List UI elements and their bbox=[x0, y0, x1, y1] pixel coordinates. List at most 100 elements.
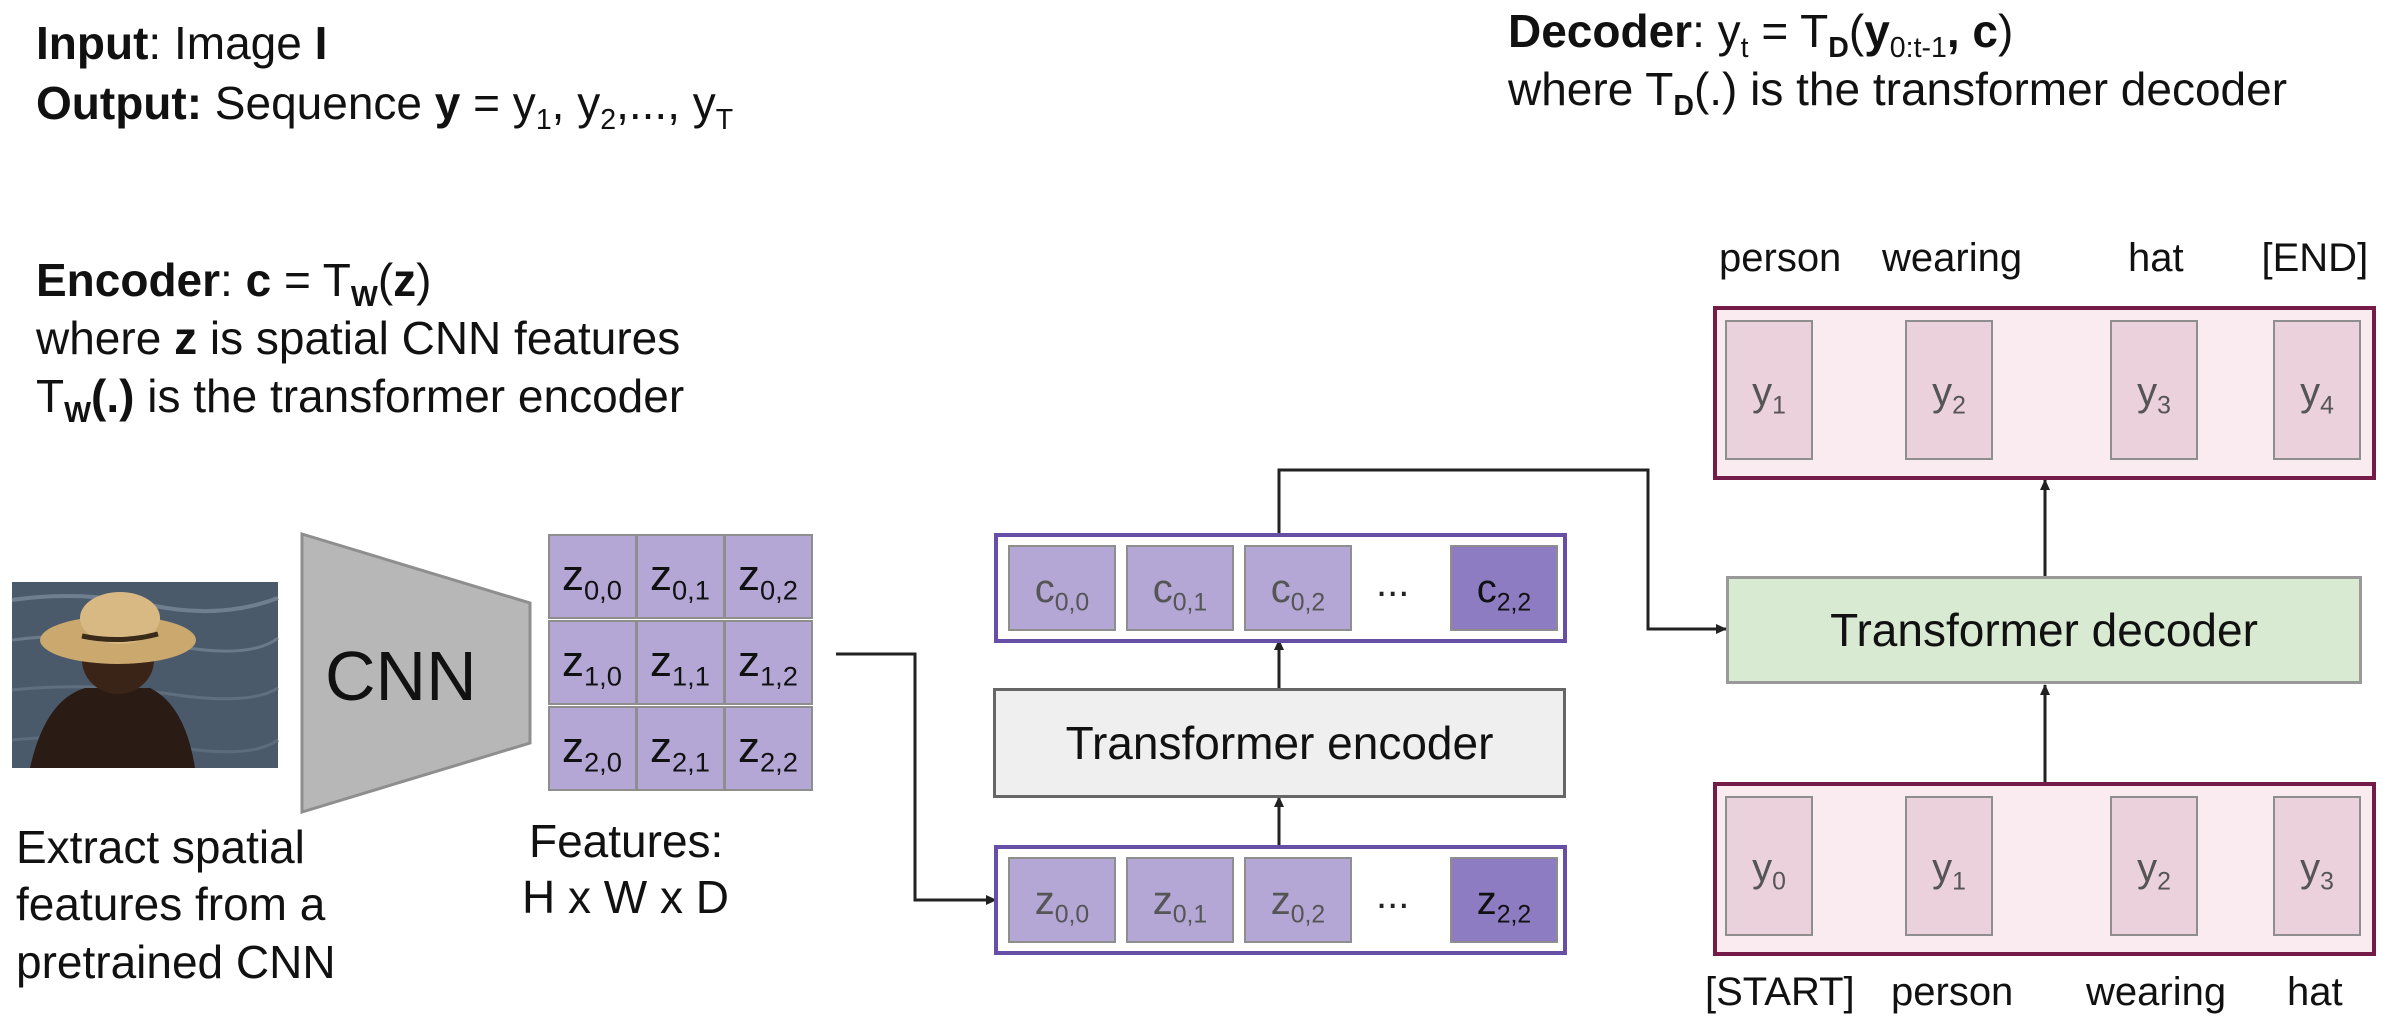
decoder-input-cell-index: 0 bbox=[1772, 868, 1786, 896]
feature-cell-index: 2,1 bbox=[672, 746, 710, 778]
feature-cell-index: 2,2 bbox=[760, 746, 798, 778]
feature-cell-index: 0,0 bbox=[584, 574, 622, 606]
features-caption-2: H x W x D bbox=[522, 871, 729, 923]
encoder-eq-z: z bbox=[393, 254, 417, 306]
decoder-input-cell-var: y bbox=[2300, 846, 2321, 890]
decoder-eq-line: Decoder: yt = TD(y0:t-1, c) bbox=[1508, 2, 2014, 62]
encoder-line3-a: T bbox=[36, 370, 65, 422]
output-label: Output: bbox=[36, 77, 203, 129]
decoder-eq-d: , bbox=[1946, 5, 1973, 57]
input-var: I bbox=[314, 17, 328, 69]
feature-cell: z1,1 bbox=[636, 620, 725, 705]
encoder-output-token-var: c bbox=[1152, 567, 1173, 611]
decoder-input-cell-var: y bbox=[1932, 846, 1953, 890]
input-text: : Image bbox=[148, 17, 315, 69]
feature-cell: z0,1 bbox=[636, 534, 725, 619]
decoder-output-cell-var: y bbox=[1932, 370, 1953, 414]
encoder-input-token-index: 0,1 bbox=[1172, 901, 1208, 929]
feature-cell: z1,2 bbox=[724, 620, 813, 705]
decoder-eq-sub-t: t bbox=[1740, 31, 1749, 64]
output-comma-1: , y bbox=[551, 77, 601, 129]
decoder-eq-sub-D: D bbox=[1828, 31, 1849, 64]
decoder-input-cell-index: 1 bbox=[1952, 868, 1966, 896]
feature-cell: z0,0 bbox=[548, 534, 637, 619]
encoder-output-ellipsis: ... bbox=[1376, 561, 1410, 605]
feature-cell-index: 1,1 bbox=[672, 660, 710, 692]
encoder-output-token-index: 0,2 bbox=[1290, 589, 1326, 617]
encoder-input-token-index: 2,2 bbox=[1496, 901, 1532, 929]
decoder-output-word: hat bbox=[2128, 236, 2184, 280]
feature-cell-index: 0,1 bbox=[672, 574, 710, 606]
cnn-label: CNN bbox=[325, 637, 477, 715]
feature-cell-var: z bbox=[650, 551, 672, 600]
decoder-input-cell: y0 bbox=[1725, 796, 1813, 936]
encoder-output-token: c0,2 bbox=[1244, 545, 1352, 631]
decoder-output-cell: y4 bbox=[2273, 320, 2361, 460]
decoder-desc-line2: where TD(.) is the transformer decoder bbox=[1508, 60, 2288, 120]
encoder-line3-b: is the transformer encoder bbox=[134, 370, 685, 422]
features-caption-1: Features: bbox=[529, 815, 724, 867]
decoder-output-word: person bbox=[1719, 236, 1842, 280]
output-eq: = y bbox=[460, 77, 536, 129]
feature-cell-index: 1,2 bbox=[760, 660, 798, 692]
feature-cell-var: z bbox=[562, 723, 584, 772]
decoder-line2-a: where T bbox=[1508, 63, 1674, 115]
encoder-line3-paren: (.) bbox=[91, 370, 135, 422]
cnn-shape bbox=[300, 531, 532, 815]
decoder-output-word: [END] bbox=[2261, 236, 2369, 280]
output-comma-2: ,..., y bbox=[616, 77, 716, 129]
decoder-eq-y: y bbox=[1864, 5, 1890, 57]
decoder-desc-label: Decoder bbox=[1508, 5, 1693, 57]
output-var: y bbox=[434, 77, 461, 129]
output-text: Sequence bbox=[202, 77, 435, 129]
decoder-output-cell-index: 4 bbox=[2320, 392, 2334, 420]
encoder-line2-b: is spatial CNN features bbox=[197, 312, 681, 364]
decoder-input-cell-index: 2 bbox=[2157, 868, 2171, 896]
encoder-input-token-index: 0,2 bbox=[1290, 901, 1326, 929]
cnn-caption-1: Extract spatial bbox=[16, 821, 305, 873]
encoder-output-token: c0,0 bbox=[1008, 545, 1116, 631]
decoder-output-cell-var: y bbox=[2300, 370, 2321, 414]
encoder-output-token-var: c bbox=[1034, 567, 1055, 611]
decoder-output-cell: y3 bbox=[2110, 320, 2198, 460]
feature-cell-index: 2,0 bbox=[584, 746, 622, 778]
encoder-eq-line: Encoder: c = TW(z) bbox=[36, 251, 432, 311]
encoder-line3-sub: W bbox=[64, 396, 92, 429]
feature-cell: z2,0 bbox=[548, 706, 637, 791]
decoder-input-cell-var: y bbox=[2137, 846, 2158, 890]
decoder-input-cell-index: 3 bbox=[2320, 868, 2334, 896]
decoder-input-word: wearing bbox=[2086, 970, 2227, 1014]
encoder-eq-close: ) bbox=[416, 254, 432, 306]
decoder-eq-a: : y bbox=[1692, 5, 1741, 57]
decoder-eq-c-bold: c bbox=[1972, 5, 1999, 57]
encoder-eq-a: : bbox=[220, 254, 246, 306]
encoder-eq-b: = T bbox=[271, 254, 351, 306]
encoder-input-ellipsis: ... bbox=[1376, 873, 1410, 917]
decoder-output-cell-var: y bbox=[2137, 370, 2158, 414]
decoder-line2-b: (.) is the transformer decoder bbox=[1693, 63, 2288, 115]
decoder-input-word: [START] bbox=[1705, 970, 1855, 1014]
encoder-output-token-index: 0,1 bbox=[1172, 589, 1208, 617]
decoder-output-cell-index: 2 bbox=[1952, 392, 1966, 420]
encoder-desc-line3: TW(.) is the transformer encoder bbox=[36, 367, 685, 427]
decoder-eq-sub-range: 0:t-1 bbox=[1889, 31, 1947, 64]
output-sub-T: T bbox=[715, 103, 734, 136]
feature-cell: z1,0 bbox=[548, 620, 637, 705]
encoder-desc-label: Encoder bbox=[36, 254, 221, 306]
encoder-input-token: z2,2 bbox=[1450, 857, 1558, 943]
feature-cell-var: z bbox=[738, 637, 760, 686]
encoder-output-token-var: c bbox=[1270, 567, 1291, 611]
decoder-input-cell-var: y bbox=[1752, 846, 1773, 890]
feature-cell-var: z bbox=[738, 551, 760, 600]
input-image bbox=[11, 582, 279, 768]
encoder-input-token: z0,1 bbox=[1126, 857, 1234, 943]
arrow-outputs-to-decoder bbox=[1277, 468, 1727, 634]
encoder-output-token-var: c bbox=[1476, 567, 1497, 611]
encoder-output-token-index: 0,0 bbox=[1054, 589, 1090, 617]
transformer-decoder-block: Transformer decoder bbox=[1726, 576, 2362, 684]
encoder-eq-c: c bbox=[245, 254, 272, 306]
decoder-eq-e: ) bbox=[1998, 5, 2014, 57]
